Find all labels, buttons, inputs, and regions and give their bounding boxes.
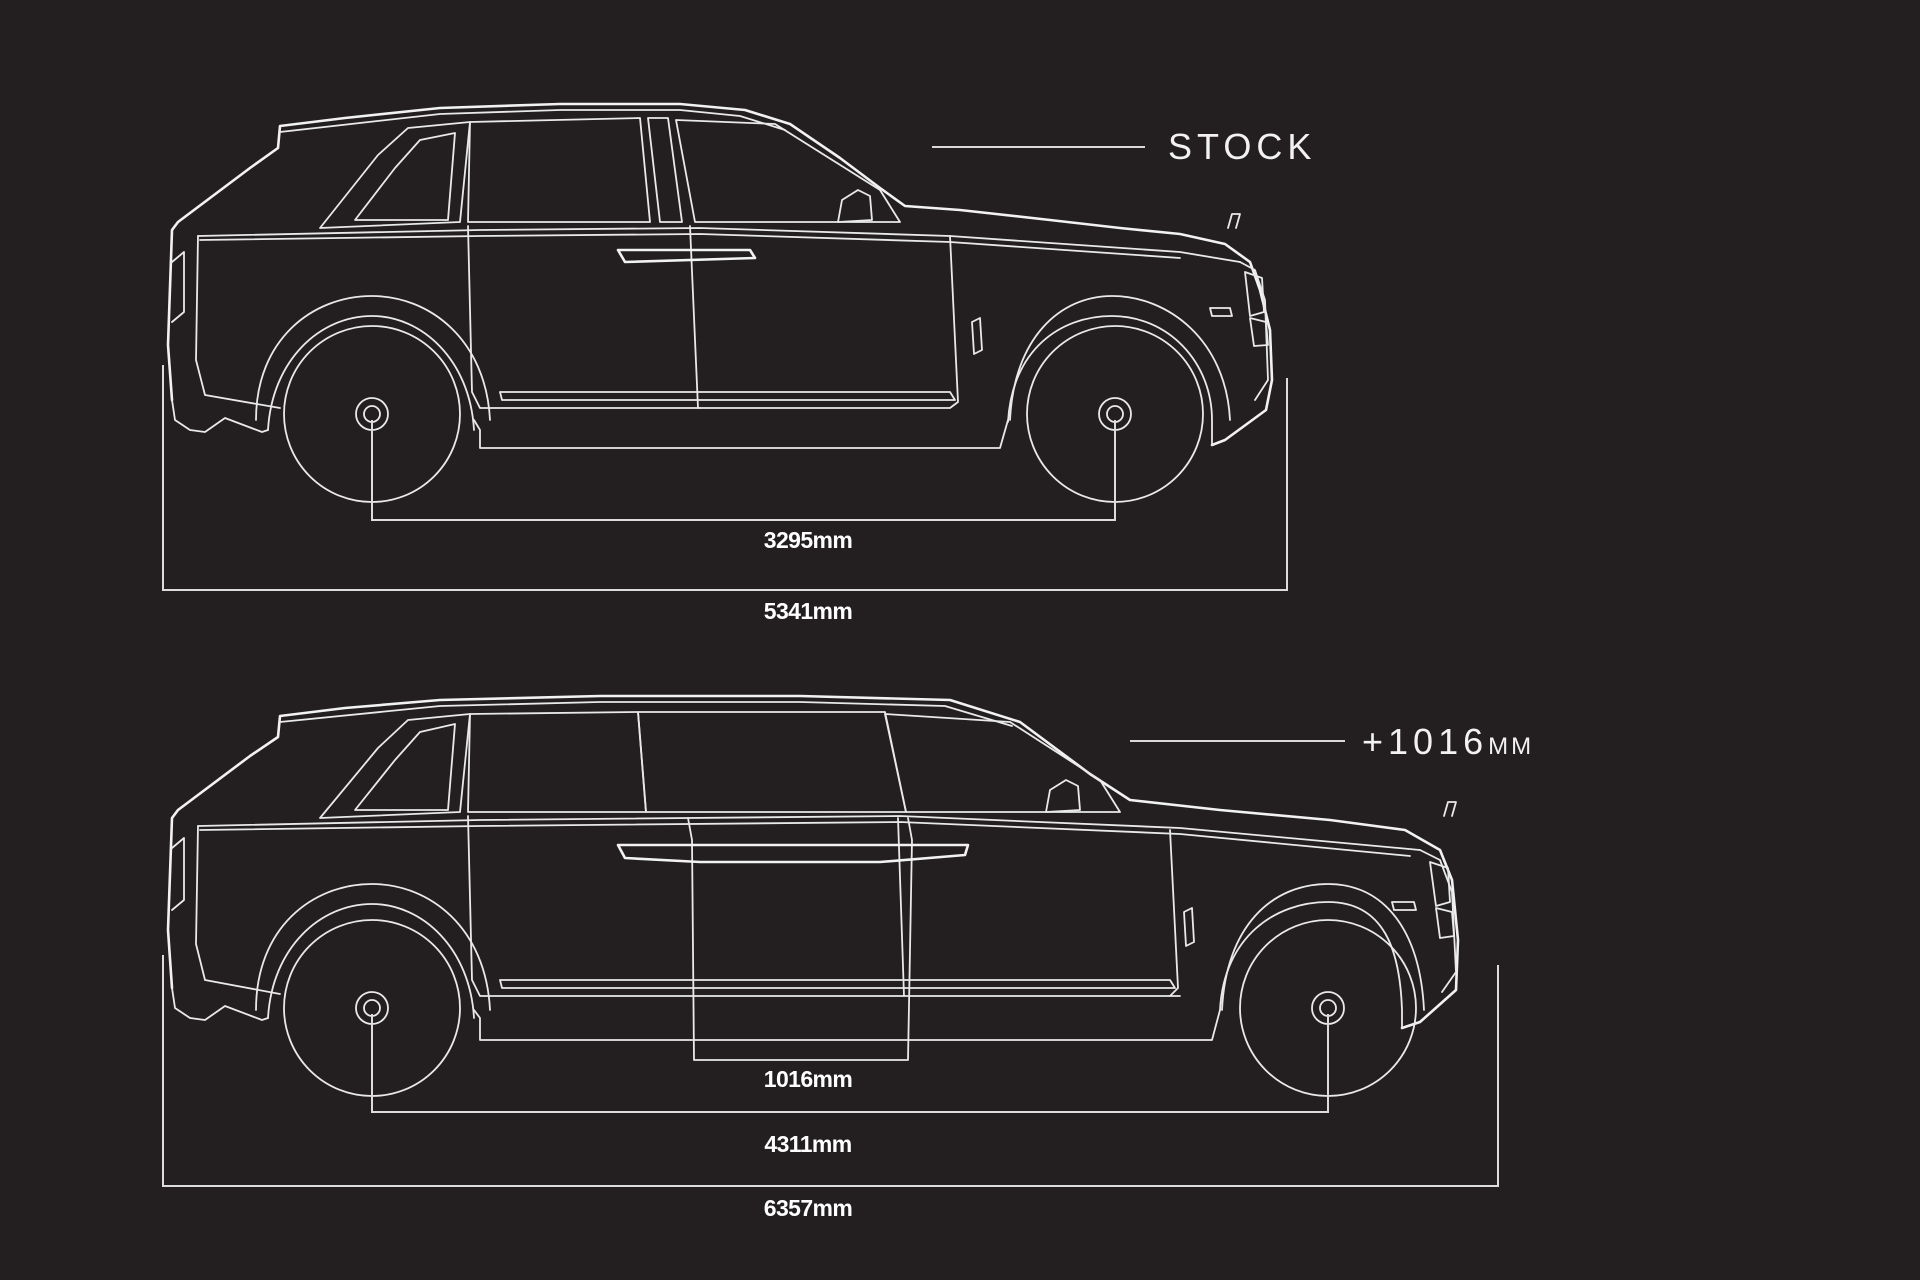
extended-wheelbase-label: 4311mm	[764, 1131, 851, 1157]
stock-length-line	[162, 365, 1288, 591]
extended-vehicle: +1016MM 1016mm 4311mm 6357mm	[162, 694, 1534, 1221]
extended-label-unit: MM	[1488, 733, 1534, 760]
extended-wheelbase-line	[371, 1014, 1329, 1113]
stock-vehicle: STOCK 3295mm 5341mm	[162, 102, 1316, 624]
stock-wheelbase-label: 3295mm	[764, 527, 853, 553]
extended-label-value: +1016	[1362, 721, 1488, 762]
stock-wheelbase-line	[371, 420, 1116, 521]
extension-label: 1016mm	[764, 1066, 853, 1092]
extended-length-label: 6357mm	[764, 1195, 853, 1221]
extended-label: +1016MM	[1362, 721, 1534, 762]
stock-length-label: 5341mm	[764, 598, 853, 624]
stock-label: STOCK	[1168, 126, 1316, 167]
stock-car-outline	[166, 102, 1274, 503]
extended-length-line	[162, 955, 1499, 1187]
extended-car-outline	[166, 694, 1460, 1097]
